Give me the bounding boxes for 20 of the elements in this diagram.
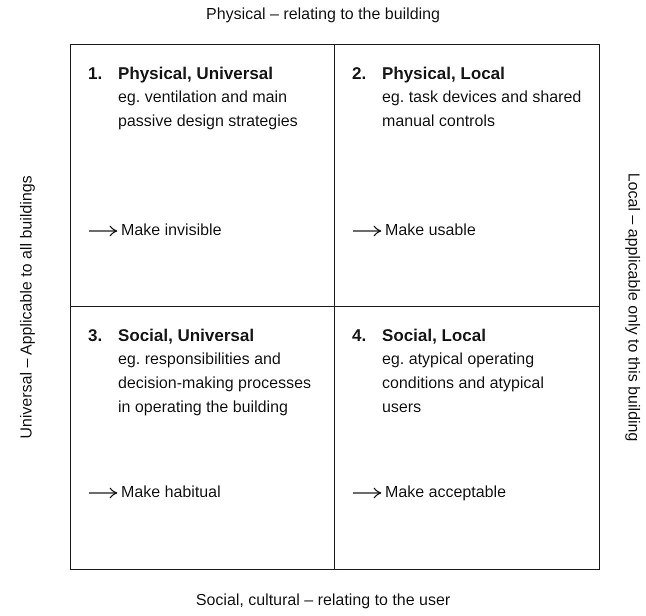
quadrant-number: 3. <box>88 325 102 347</box>
quadrant-description: eg. ventilation and main passive design strategies <box>118 88 299 132</box>
quadrant-number: 2. <box>352 63 366 85</box>
quadrant-number: 1. <box>88 63 102 85</box>
quadrant-description: eg. responsibilities and decision-making processes in operating the building <box>118 350 312 418</box>
quadrant-heading: Social, Universal <box>118 325 254 347</box>
recommendation-text: Make acceptable <box>385 483 506 503</box>
quadrant-heading: Social, Local <box>382 325 486 347</box>
axis-label: Universal – Applicable to all buildings <box>18 175 37 439</box>
quadrant-heading: Physical, Universal <box>118 63 273 85</box>
axis-label: Local – applicable only to this building <box>623 172 642 442</box>
quadrant-number: 4. <box>352 325 366 347</box>
recommendation-text: Make usable <box>385 221 476 241</box>
quadrant-heading: Physical, Local <box>382 63 505 85</box>
quadrant-description: eg. task devices and shared manual controls <box>382 88 582 132</box>
recommendation-text: Make habitual <box>121 483 221 503</box>
axis-label: Physical – relating to the building <box>206 5 440 25</box>
recommendation-text: Make invisible <box>121 221 222 241</box>
axis-label: Social, cultural – relating to the user <box>196 591 450 611</box>
quadrant-description: eg. atypical operating conditions and atypical users <box>382 350 545 418</box>
